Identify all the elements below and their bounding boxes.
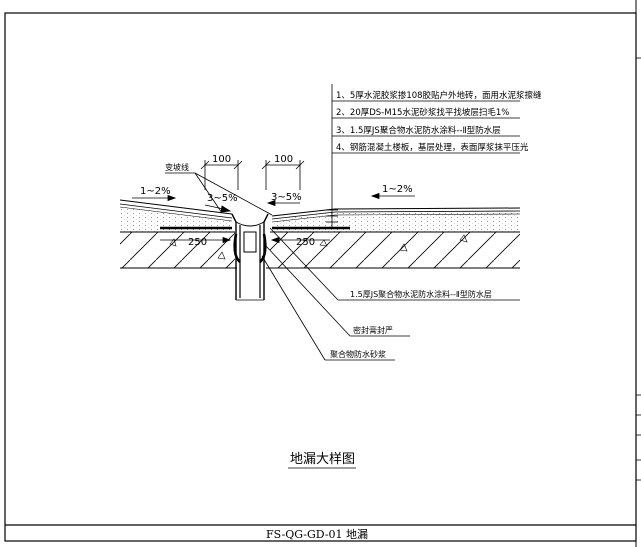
label-dim-250-left: 250 — [188, 237, 207, 248]
label-callout-waterproof: 1.5厚JS聚合物水泥防水涂料--Ⅱ型防水层 — [350, 289, 492, 299]
slope-change-leader — [165, 172, 273, 216]
footer-drawing-number: FS-QG-GD-01 地漏 — [266, 528, 368, 541]
dimension-100 — [200, 160, 305, 190]
label-callout-mortar: 聚合物防水砂浆 — [330, 349, 386, 359]
floor-drain — [231, 213, 269, 301]
concrete-slab — [120, 231, 520, 269]
label-slope-change-line: 变坡线 — [165, 162, 189, 172]
label-slope-left-inner: 3~5% — [207, 193, 238, 204]
note-4: 4、钢筋混凝土楼板，基层处理，表面厚浆抹平压光 — [336, 142, 529, 153]
dimension-250 — [160, 236, 330, 244]
note-1: 1、5厚水泥胶浆掺108胶贴户外地砖，面用水泥浆擦缝 — [336, 90, 542, 101]
drawing-title: 地漏大样图 — [290, 451, 355, 467]
label-slope-right-inner: 3~5% — [271, 192, 302, 203]
label-dim-250-right: 250 — [296, 237, 315, 248]
sheet-frame — [4, 0, 641, 547]
screed-layers — [119, 199, 521, 232]
note-2: 2、20厚DS-M15水泥砂浆找平找坡层扫毛1% — [336, 107, 509, 118]
slope-arrows — [132, 192, 415, 213]
label-dim-100-right: 100 — [274, 154, 293, 165]
label-callout-sealant: 密封膏封严 — [353, 325, 393, 335]
label-slope-right-outer: 1~2% — [382, 184, 413, 195]
callout-leaders — [261, 227, 520, 361]
label-dim-100-left: 100 — [212, 154, 231, 165]
notes-list: 1、5厚水泥胶浆掺108胶贴户外地砖，面用水泥浆擦缝 2、20厚DS-M15水泥… — [336, 90, 542, 153]
label-slope-left-outer: 1~2% — [140, 186, 171, 197]
notes-leader — [326, 84, 520, 229]
note-3: 3、1.5厚JS聚合物水泥防水涂料--Ⅱ型防水层 — [336, 125, 501, 136]
